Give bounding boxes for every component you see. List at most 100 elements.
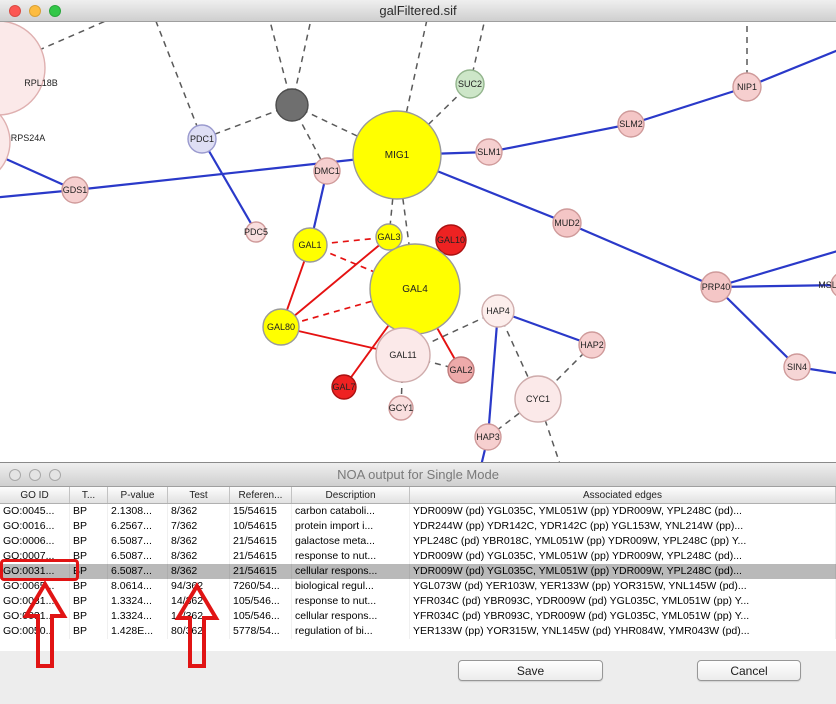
graph-edge[interactable]: [566, 221, 717, 289]
close-button[interactable]: [9, 468, 21, 481]
graph-edge[interactable]: [0, 188, 76, 200]
graph-node-cyc1[interactable]: [514, 375, 562, 423]
graph-node-gcy1[interactable]: [388, 395, 414, 421]
cancel-button[interactable]: Cancel: [697, 660, 801, 681]
network-canvas[interactable]: RPL18BRPS24AGDS1PDC1DMC1MIG1SUC2SLM1SLM2…: [0, 22, 836, 462]
graph-edge[interactable]: [746, 38, 836, 89]
graph-edge[interactable]: [74, 153, 398, 192]
graph-edge[interactable]: [630, 85, 748, 126]
graph-node-hap4[interactable]: [481, 294, 515, 328]
graph-node-gal80[interactable]: [262, 308, 300, 346]
column-header-t[interactable]: T...: [70, 487, 108, 503]
graph-node-mig1[interactable]: [352, 110, 442, 200]
graph-node-hap2[interactable]: [578, 331, 606, 359]
graph-node-pdc5[interactable]: [245, 221, 267, 243]
graph-node-prp40[interactable]: [700, 271, 732, 303]
graph-edge[interactable]: [280, 288, 416, 328]
graph-node-mud2[interactable]: [552, 208, 582, 238]
graph-node-rps24a[interactable]: [0, 100, 11, 184]
graph-edge[interactable]: [291, 22, 314, 106]
graph-node-gal3[interactable]: [375, 223, 403, 251]
graph-edge[interactable]: [715, 284, 836, 289]
table-cell: GO:0016...: [0, 519, 70, 534]
table-cell: 6.5087...: [108, 564, 168, 579]
zoom-button[interactable]: [49, 468, 61, 481]
graph-node-label: GAL1: [298, 240, 321, 250]
graph-node-gal10[interactable]: [435, 224, 467, 256]
graph-node-gal1[interactable]: [292, 227, 328, 263]
graph-node-suc2[interactable]: [455, 69, 485, 99]
window-title: NOA output for Single Mode: [337, 467, 499, 482]
column-header-p-value[interactable]: P-value: [108, 487, 168, 503]
graph-edge[interactable]: [150, 22, 203, 140]
table-cell: regulation of bi...: [292, 624, 410, 639]
table-cell: biological regul...: [292, 579, 410, 594]
graph-node-label: GAL3: [377, 232, 400, 242]
graph-node-label: SIN4: [787, 362, 807, 372]
graph-edge[interactable]: [280, 236, 390, 328]
table-cell: 7/362: [168, 519, 230, 534]
graph-edge[interactable]: [488, 122, 632, 154]
close-button[interactable]: [9, 4, 21, 17]
graph-node-gal11[interactable]: [375, 327, 431, 383]
graph-edge[interactable]: [486, 310, 500, 438]
table-cell: GO:0006...: [0, 534, 70, 549]
graph-node-label: GAL2: [449, 365, 472, 375]
graph-node-label: GAL7: [332, 382, 355, 392]
table-cell: YGL073W (pd) YER103W, YER133W (pp) YOR31…: [410, 579, 836, 594]
graph-node-label: RPS24A: [11, 133, 46, 143]
graph-node-slm2[interactable]: [617, 110, 645, 138]
graph-edge[interactable]: [291, 104, 398, 156]
network-window-titlebar[interactable]: galFiltered.sif: [0, 0, 836, 22]
graph-edge[interactable]: [715, 242, 836, 289]
zoom-button[interactable]: [49, 4, 61, 17]
column-header-test[interactable]: Test: [168, 487, 230, 503]
graph-node-dark[interactable]: [275, 88, 309, 122]
table-cell: 1.3324...: [108, 609, 168, 624]
graph-edge[interactable]: [0, 142, 76, 192]
table-cell: BP: [70, 549, 108, 564]
column-header-go-id[interactable]: GO ID: [0, 487, 70, 503]
save-button[interactable]: Save: [458, 660, 603, 681]
table-cell: YDR244W (pp) YDR142C, YDR142C (pp) YGL15…: [410, 519, 836, 534]
graph-edge[interactable]: [715, 286, 798, 368]
table-cell: 15/54615: [230, 504, 292, 519]
table-cell: YFR034C (pd) YBR093C, YDR009W (pd) YGL03…: [410, 594, 836, 609]
minimize-button[interactable]: [29, 4, 41, 17]
column-header-description[interactable]: Description: [292, 487, 410, 503]
table-cell: 1.428E...: [108, 624, 168, 639]
graph-node-hap3[interactable]: [474, 423, 502, 451]
graph-node-dmc1[interactable]: [313, 157, 341, 185]
noa-window-titlebar[interactable]: NOA output for Single Mode: [0, 463, 836, 487]
graph-node-gal7[interactable]: [331, 374, 357, 400]
column-header-associated-edges[interactable]: Associated edges: [410, 487, 836, 503]
minimize-button[interactable]: [29, 468, 41, 481]
graph-node-sin4[interactable]: [783, 353, 811, 381]
table-cell: 6.2567...: [108, 519, 168, 534]
graph-node-label: GAL11: [389, 350, 416, 360]
graph-node-label: GAL80: [267, 322, 295, 332]
graph-node-msl5[interactable]: [830, 272, 836, 298]
graph-node-nip1[interactable]: [732, 72, 762, 102]
graph-node-pdc1[interactable]: [187, 124, 217, 154]
graph-node-label: RPL18B: [24, 78, 58, 88]
graph-node-gal2[interactable]: [447, 356, 475, 384]
graph-node-label: MUD2: [554, 218, 580, 228]
column-header-referen[interactable]: Referen...: [230, 487, 292, 503]
graph-node-rpl18b[interactable]: [0, 22, 46, 116]
graph-edge[interactable]: [201, 138, 257, 233]
graph-node-slm1[interactable]: [475, 138, 503, 166]
graph-node-gds1[interactable]: [61, 176, 89, 204]
graph-edge[interactable]: [309, 244, 416, 290]
